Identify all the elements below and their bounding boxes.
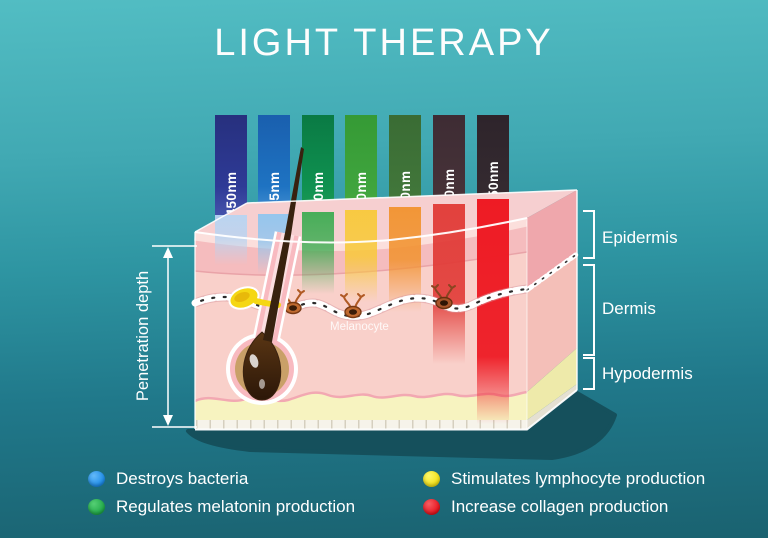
hair-bulb: [242, 331, 282, 401]
wavelength-bar-label: 650-950nm: [441, 168, 457, 242]
base-membrane-strip: [195, 420, 527, 430]
arrow-up-icon: [163, 247, 173, 258]
epidermis-dermis-boundary: [194, 251, 528, 276]
wavelength-bar-450-495: 450-495nm: [258, 115, 290, 245]
basal-cell-layer: [191, 284, 531, 321]
wavelength-bar-label: 495-570nm: [310, 171, 326, 245]
skin-dermis-face: [195, 252, 527, 429]
legend-item-increase-collagen: Increase collagen production: [423, 497, 668, 517]
penetration-depth-measure: [152, 245, 197, 428]
legend-item-stimulates-lymphocyte: Stimulates lymphocyte production: [423, 469, 705, 489]
skin-side-face: [524, 190, 580, 429]
wavelength-bar-380-450: 380-450nm: [215, 115, 247, 245]
skin-top-face: [195, 190, 577, 243]
legend-item-regulates-melatonin: Regulates melatonin production: [88, 497, 355, 517]
legend-label: Regulates melatonin production: [116, 497, 356, 516]
legend-label: Destroys bacteria: [116, 469, 249, 488]
wavelength-bar-495-570: 495-570nm: [302, 115, 334, 245]
skin-hypodermis-fat: [195, 392, 527, 420]
block-shadow: [186, 391, 617, 460]
wavelength-bar-label: over 950nm: [485, 160, 501, 240]
wavelength-bar-600-650: 600-650nm: [389, 115, 421, 244]
layer-label-hypodermis: Hypodermis: [602, 364, 693, 383]
penetration-depth-label: Penetration depth: [134, 271, 152, 401]
arrow-down-icon: [163, 415, 173, 426]
yellow-dot-icon: [423, 471, 440, 487]
sebaceous-gland: [228, 286, 260, 310]
wavelength-bar-over-950: over 950nm: [477, 115, 509, 240]
legend-label: Increase collagen production: [451, 497, 669, 516]
layer-brackets: [583, 210, 595, 390]
legend-item-destroys-bacteria: Destroys bacteria: [88, 469, 248, 489]
melanocytes: [280, 284, 456, 319]
layer-label-epidermis: Epidermis: [602, 228, 678, 247]
legend-label: Stimulates lymphocyte production: [451, 469, 706, 488]
wavelength-bar-label: 450-495nm: [266, 171, 282, 245]
wavelength-bar-label: 600-650nm: [397, 170, 413, 244]
red-dot-icon: [423, 499, 440, 515]
wavelength-bar-label: 570-600nm: [353, 171, 369, 245]
green-dot-icon: [88, 499, 105, 515]
fat-upper-edge: [194, 390, 528, 403]
wavelength-bar-650-950: 650-950nm: [433, 115, 465, 242]
page-title: LIGHT THERAPY: [214, 22, 554, 64]
block-outlines: [194, 189, 578, 431]
wavelength-bar-570-600: 570-600nm: [345, 115, 377, 245]
layer-label-dermis: Dermis: [602, 299, 656, 318]
wavelength-bar-label: 380-450nm: [223, 171, 239, 245]
melanocyte-label: Melanocyte: [330, 321, 389, 333]
blue-dot-icon: [88, 471, 105, 487]
skin-epidermis-face: [195, 218, 527, 429]
